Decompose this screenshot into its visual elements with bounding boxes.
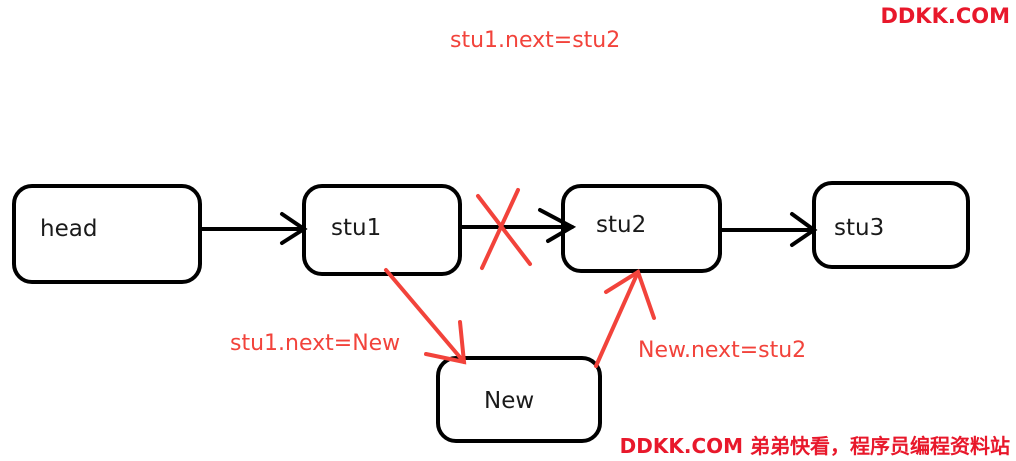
broken-link-cross <box>476 188 532 270</box>
node-stu1-label: stu1 <box>331 215 381 241</box>
arrow-new-to-stu2 <box>594 268 656 368</box>
arrow-head-to-stu1 <box>198 212 308 245</box>
node-head-label: head <box>40 216 97 242</box>
node-new-label: New <box>484 388 534 414</box>
top-assignment-label: stu1.next=stu2 <box>450 28 620 53</box>
node-stu1: stu1 <box>302 184 462 276</box>
new-next-stu2-label: New.next=stu2 <box>638 338 806 363</box>
node-stu3-label: stu3 <box>834 215 884 241</box>
node-stu2: stu2 <box>561 184 722 273</box>
node-new: New <box>436 356 602 443</box>
node-stu3: stu3 <box>812 181 970 269</box>
arrow-stu1-to-stu2 <box>458 208 577 243</box>
watermark-bottom: DDKK.COM 弟弟快看，程序员编程资料站 <box>619 434 1010 458</box>
arrow-stu2-to-stu3 <box>718 212 818 247</box>
node-stu2-label: stu2 <box>596 212 646 238</box>
watermark-top: DDKK.COM <box>880 4 1010 28</box>
node-head: head <box>12 184 202 284</box>
arrow-stu1-to-new <box>384 268 467 365</box>
stu1-next-new-label: stu1.next=New <box>230 331 400 356</box>
